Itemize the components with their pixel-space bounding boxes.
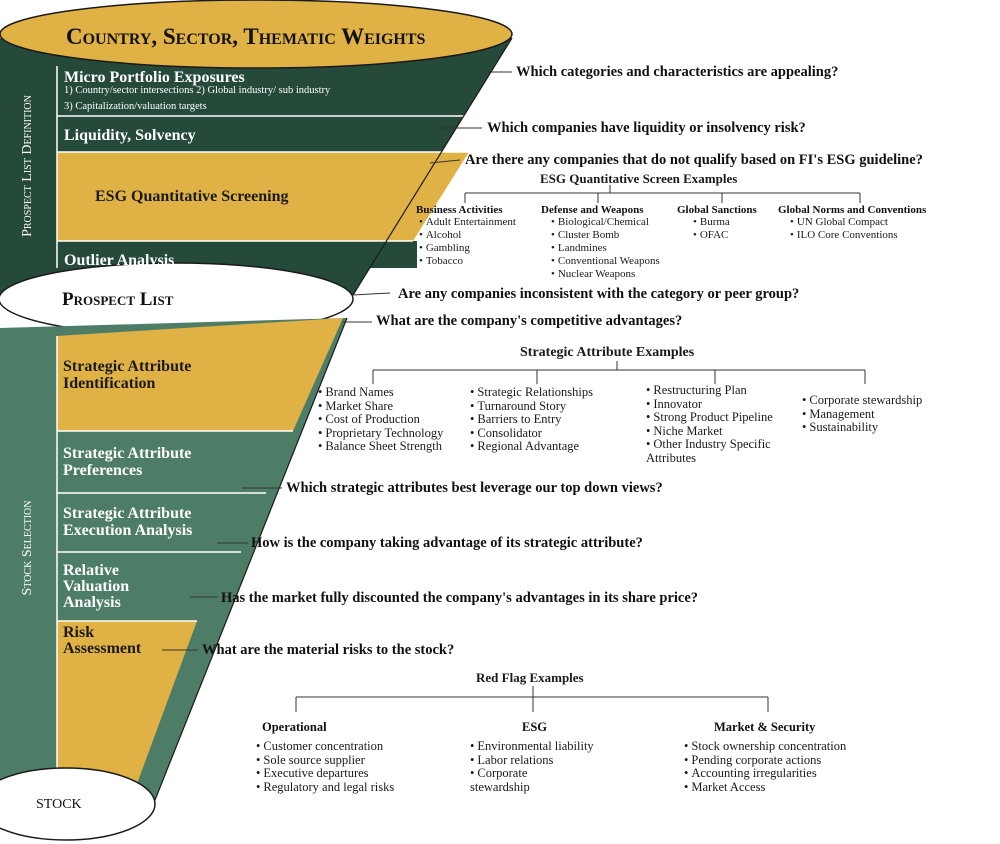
funnel-top-title: Country, Sector, Thematic Weights <box>66 24 426 49</box>
list-item: Niche Market <box>646 424 796 439</box>
list-item: Labor relations <box>470 753 590 768</box>
list-item: Other Industry Specific Attributes <box>646 437 786 465</box>
list-item: Management <box>802 407 922 422</box>
list-item: Accounting irregularities <box>684 766 846 781</box>
red-flag-col-esg: ESG Environmental liability Labor relati… <box>470 720 594 794</box>
esg-col-header: Global Norms and Conventions <box>778 204 927 216</box>
list-item: Adult Entertainment <box>419 216 516 229</box>
strategic-examples-title: Strategic Attribute Examples <box>520 345 695 360</box>
list-item: Market Share <box>318 399 443 414</box>
funnel-esg-band <box>57 152 469 241</box>
list-item: Tobacco <box>419 255 516 268</box>
red-flag-col-header: ESG <box>522 720 548 734</box>
stock-label: STOCK <box>36 797 82 812</box>
list-item: Consolidator <box>470 426 593 441</box>
strategic-col-4: Corporate stewardship Management Sustain… <box>802 393 922 435</box>
question-liquidity: Which companies have liquidity or insolv… <box>487 120 806 136</box>
question-taking-advantage: How is the company taking advantage of i… <box>251 535 643 551</box>
stage-outlier-analysis: Outlier Analysis <box>64 252 175 269</box>
stage-micro-portfolio-exposures: Micro Portfolio Exposures <box>64 69 245 86</box>
list-item: Proprietary Technology <box>318 426 443 441</box>
red-flag-examples-title: Red Flag Examples <box>476 670 584 685</box>
list-item: Innovator <box>646 397 796 412</box>
list-item: Corporate stewardship <box>802 393 922 408</box>
strategic-col-1: Brand Names Market Share Cost of Product… <box>318 385 443 454</box>
esg-col-business-activities: Business Activities Adult Entertainment … <box>416 204 516 268</box>
list-item: Pending corporate actions <box>684 753 846 768</box>
question-categories: Which categories and characteristics are… <box>516 64 839 80</box>
list-item: Cluster Bomb <box>551 229 660 242</box>
funnel-top-ellipse <box>0 0 513 69</box>
funnel-sai-band <box>57 318 343 431</box>
red-flag-col-operational: Operational Customer concentration Sole … <box>256 720 394 794</box>
list-item: Barriers to Entry <box>470 412 593 427</box>
funnel-risk-band <box>57 621 197 800</box>
list-item: Customer concentration <box>256 739 394 754</box>
list-item: UN Global Compact <box>790 216 926 229</box>
red-flag-col-header: Operational <box>262 720 327 734</box>
list-item: Restructuring Plan <box>646 383 796 398</box>
list-item: ILO Core Conventions <box>790 229 926 242</box>
list-item: Strategic Relationships <box>470 385 593 400</box>
list-item: Regional Advantage <box>470 439 593 454</box>
esg-examples-title: ESG Quantitative Screen Examples <box>540 171 738 186</box>
side-label-stock-selection: Stock Selection <box>20 500 35 596</box>
list-item: Environmental liability <box>470 739 593 754</box>
list-item: Regulatory and legal risks <box>256 780 394 795</box>
list-item: Corporate stewardship <box>470 766 560 794</box>
list-item: Balance Sheet Strength <box>318 439 443 454</box>
list-item: Stock ownership concentration <box>684 739 846 754</box>
strategic-col-2: Strategic Relationships Turnaround Story… <box>470 385 593 454</box>
list-item: Alcohol <box>419 229 516 242</box>
prospect-list-label: Prospect List <box>62 289 174 310</box>
side-label-prospect-definition: Prospect List Definition <box>20 95 35 237</box>
red-flag-col-header: Market & Security <box>714 720 816 734</box>
esg-col-header: Business Activities <box>416 204 503 216</box>
list-item: Biological/Chemical <box>551 216 660 229</box>
list-item: Sole source supplier <box>256 753 394 768</box>
esg-col-header: Global Sanctions <box>677 204 757 216</box>
list-item: OFAC <box>693 229 757 242</box>
question-market-discounted: Has the market fully discounted the comp… <box>221 590 699 606</box>
stage-micro-sub-2: 3) Capitalization/valuation targets <box>64 101 207 112</box>
list-item: Landmines <box>551 242 660 255</box>
question-material-risks: What are the material risks to the stock… <box>202 642 455 658</box>
list-item: Market Access <box>684 780 846 795</box>
list-item: Gambling <box>419 242 516 255</box>
esg-col-defense-weapons: Defense and Weapons Biological/Chemical … <box>541 204 660 281</box>
list-item: Executive departures <box>256 766 394 781</box>
stock-ellipse <box>0 767 156 841</box>
funnel-outlier-edge <box>57 241 413 268</box>
stage-liquidity-solvency: Liquidity, Solvency <box>64 127 196 144</box>
esg-col-header: Defense and Weapons <box>541 204 644 216</box>
list-item: Turnaround Story <box>470 399 593 414</box>
question-strategic-attributes: Which strategic attributes best leverage… <box>286 480 663 496</box>
question-competitive-advantages: What are the company's competitive advan… <box>376 313 683 329</box>
question-inconsistent: Are any companies inconsistent with the … <box>398 286 800 302</box>
list-item: Conventional Weapons <box>551 255 660 268</box>
stage-esg-quantitative-screening: ESG Quantitative Screening <box>95 188 289 205</box>
list-item: Cost of Production <box>318 412 443 427</box>
stage-micro-sub-1: 1) Country/sector intersections 2) Globa… <box>64 85 331 96</box>
esg-col-global-norms: Global Norms and Conventions UN Global C… <box>778 204 926 242</box>
list-item: Burma <box>693 216 757 229</box>
question-esg: Are there any companies that do not qual… <box>465 152 923 168</box>
esg-col-global-sanctions: Global Sanctions Burma OFAC <box>677 204 757 242</box>
red-flag-col-market-security: Market & Security Stock ownership concen… <box>684 720 846 794</box>
list-item: Sustainability <box>802 420 922 435</box>
list-item: Strong Product Pipeline <box>646 410 796 425</box>
list-item: Brand Names <box>318 385 443 400</box>
list-item: Nuclear Weapons <box>551 268 660 281</box>
strategic-col-3: Restructuring Plan Innovator Strong Prod… <box>646 383 796 465</box>
